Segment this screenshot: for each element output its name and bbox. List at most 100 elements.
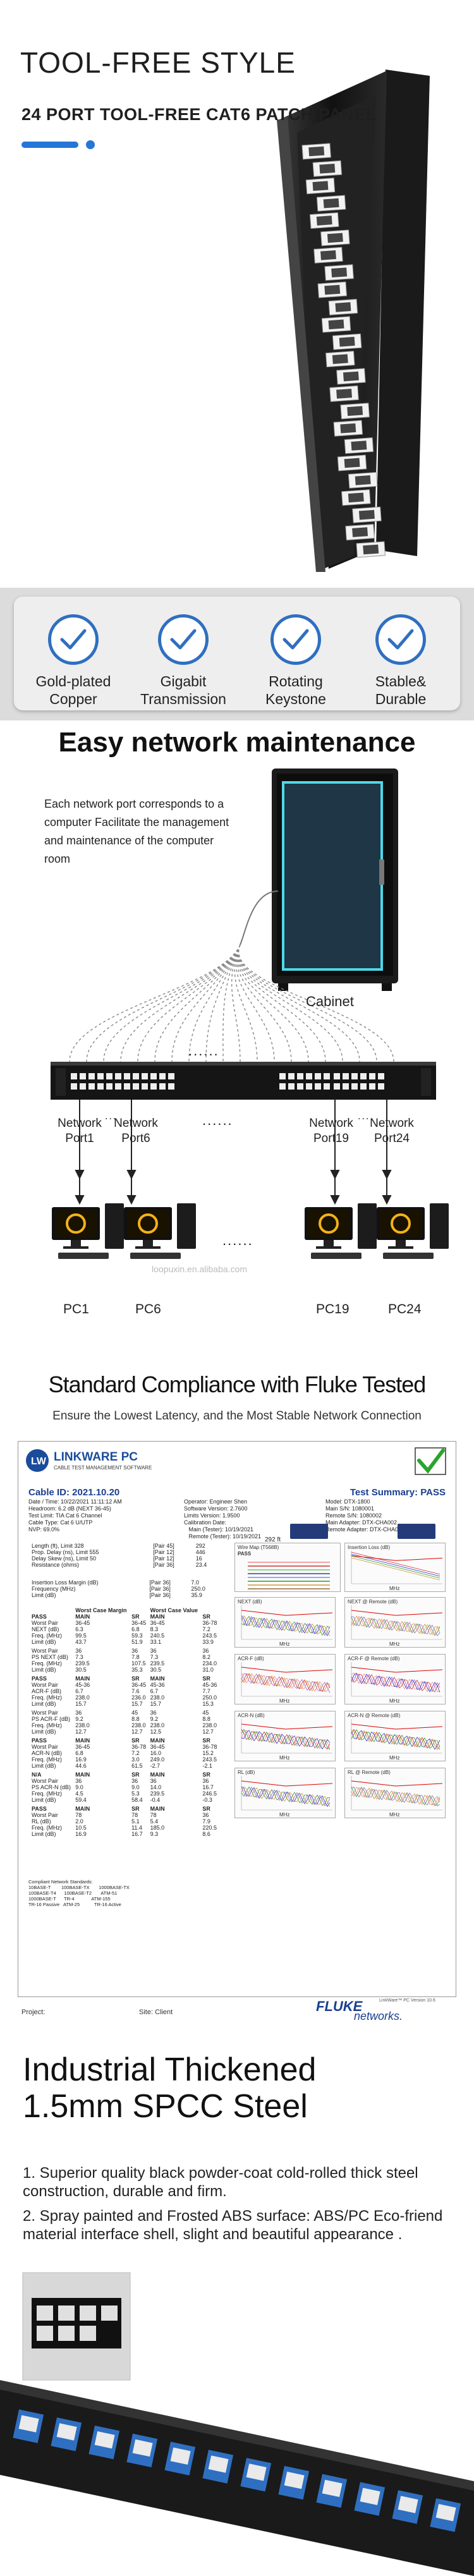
steel-panel-port — [126, 2433, 158, 2468]
graph-traces — [241, 1605, 333, 1640]
graph-axis-label: MHz — [389, 1641, 400, 1647]
panel-port — [378, 1083, 384, 1090]
port-opening — [339, 336, 355, 347]
steel-panel-port — [88, 2425, 120, 2460]
panel-port — [306, 1083, 312, 1090]
port-opening — [323, 198, 339, 209]
graph-axis-label: MHz — [279, 1755, 290, 1761]
check-circle-icon — [270, 614, 321, 665]
steel-panel-port — [13, 2409, 44, 2443]
port-opening — [328, 319, 344, 330]
port-opening — [363, 544, 379, 555]
steel-list: 1. Superior quality black powder-coat co… — [23, 2164, 453, 2250]
dashed-cable — [137, 944, 241, 1062]
panel-port — [297, 1083, 303, 1090]
panel-port — [150, 1073, 157, 1079]
port-opening — [324, 284, 341, 295]
panel-port — [168, 1073, 174, 1079]
watermark: loopuxin.en.alibaba.com — [152, 1264, 247, 1274]
dashed-cable — [237, 944, 326, 1062]
graph-axis-label: MHz — [389, 1755, 400, 1761]
graph-axis-label: MHz — [389, 1698, 400, 1704]
steel-panel-port — [240, 2458, 272, 2492]
panel-port — [115, 1073, 121, 1079]
feature-stable-durable: Stable&Durable — [350, 614, 451, 708]
steel-item-1: 1. Superior quality black powder-coat co… — [23, 2165, 418, 2200]
graph-label: ACR-N (dB) — [238, 1713, 265, 1718]
steel-panel-port — [354, 2482, 386, 2516]
accent-bar — [21, 142, 78, 148]
port-opening — [348, 492, 364, 503]
dashed-cable — [120, 944, 241, 1062]
steel-title: Industrial Thickened 1.5mm SPCC Steel — [23, 2051, 317, 2125]
panel-port — [279, 1073, 286, 1079]
port-sep: ... — [105, 1111, 118, 1122]
panel-port — [115, 1083, 121, 1090]
pc-icon — [52, 1203, 124, 1259]
graph-box: RL (dB)MHz — [234, 1768, 336, 1818]
report-site: Site: Client — [139, 2008, 173, 2016]
panel-port — [168, 1083, 174, 1090]
tester-remote-icon — [398, 1524, 435, 1539]
steel-panel-closeup-image — [0, 2272, 474, 2576]
tester-main-icon — [290, 1524, 328, 1539]
hero-title: TOOL-FREE STYLE — [20, 46, 296, 79]
report-version: LinkWare™ PC Version 10.6 — [379, 1998, 435, 2003]
panel-port — [288, 1083, 295, 1090]
port-sep-2: ... — [358, 1111, 370, 1122]
dashed-cable — [238, 944, 377, 1062]
pass-check-icon — [417, 1449, 445, 1474]
port-label-1: Network Port1 — [58, 1117, 102, 1145]
graph-label: ACR-F (dB) — [238, 1656, 264, 1662]
maintenance-description: Each network port corresponds to a compu… — [44, 798, 229, 865]
graph-label: NEXT (dB) — [238, 1599, 262, 1605]
check-circle-icon — [375, 614, 426, 665]
panel-port — [106, 1083, 112, 1090]
wire-map-label: Wire Map (T568B) — [238, 1545, 279, 1550]
graph-label: ACR-F @ Remote (dB) — [348, 1656, 400, 1662]
graph-box: ACR-N @ Remote (dB) MHz — [344, 1711, 446, 1761]
panel-port — [133, 1073, 139, 1079]
graph-axis-label: MHz — [279, 1641, 290, 1647]
graph-label: ACR-N @ Remote (dB) — [348, 1713, 401, 1718]
patch-panel-image — [51, 1062, 436, 1100]
port-opening — [332, 354, 348, 364]
dashed-cable — [234, 944, 258, 1062]
report-cable-id: Cable ID: 2021.10.20 — [28, 1487, 120, 1498]
panel-port — [142, 1073, 148, 1079]
panel-port — [334, 1083, 340, 1090]
graph-axis-label: MHz — [279, 1698, 290, 1704]
port-opening — [335, 302, 351, 312]
panel-port — [306, 1073, 312, 1079]
length-readout: 292 ft — [265, 1536, 281, 1543]
dashed-cable — [222, 944, 241, 1062]
steel-panel-port — [202, 2450, 234, 2484]
graph-box: ACR-F (dB) MHz — [234, 1654, 336, 1704]
graph-axis-label: MHz — [279, 1812, 290, 1818]
svg-text:networks.: networks. — [354, 2010, 403, 2022]
steel-section: Industrial Thickened 1.5mm SPCC Steel 1.… — [0, 2029, 474, 2576]
pc-label-1: PC1 — [63, 1302, 89, 1316]
report-summary: Test Summary: PASS — [349, 1487, 446, 1498]
port-opening — [316, 216, 332, 226]
panel-port — [88, 1083, 95, 1090]
check-circle-icon — [48, 614, 99, 665]
graph-box: NEXT @ Remote (dB)MHz — [344, 1597, 446, 1648]
graph-box: Insertion Loss (dB)MHz — [344, 1543, 446, 1592]
dashed-cable — [205, 944, 241, 1062]
panel-port — [369, 1083, 375, 1090]
panel-port — [97, 1073, 104, 1079]
port-opening — [319, 164, 336, 174]
panel-port — [159, 1073, 166, 1079]
report-project: Project: — [21, 2008, 46, 2016]
port-opening — [352, 527, 368, 537]
panel-port — [80, 1073, 86, 1079]
port-opening — [347, 406, 363, 416]
report-header: LW LINKWARE PC CABLE TEST MANAGEMENT SOF… — [26, 1447, 446, 1475]
panel-port — [360, 1073, 367, 1079]
panel-port — [297, 1073, 303, 1079]
accent-dot — [86, 140, 95, 149]
